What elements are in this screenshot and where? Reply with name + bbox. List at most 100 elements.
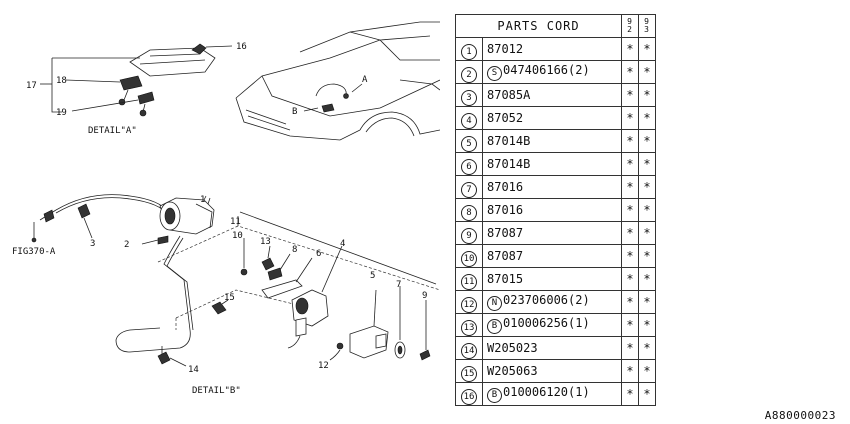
row-number: 1 xyxy=(455,37,483,61)
part-code-cell: 87087 xyxy=(482,221,622,245)
mark-93: * xyxy=(638,198,656,222)
mark-93: * xyxy=(638,152,656,176)
label-19: 19 xyxy=(56,108,67,118)
detail-b-group: 1 2 3 4 5 6 7 8 9 10 11 12 13 14 15 FIG3… xyxy=(12,194,440,396)
row-number: 6 xyxy=(455,152,483,176)
car-outline: A B xyxy=(235,21,440,141)
row-number: 7 xyxy=(455,175,483,199)
part-code: 87052 xyxy=(487,111,524,125)
row-number: 2 xyxy=(455,60,483,84)
mark-92: * xyxy=(621,198,639,222)
part-code: 87016 xyxy=(487,180,524,194)
mark-93: * xyxy=(638,267,656,291)
mark-93: * xyxy=(638,244,656,268)
part-code: W205023 xyxy=(487,341,538,355)
callout-b: B xyxy=(292,107,297,117)
mark-92: * xyxy=(621,382,639,406)
mark-92: * xyxy=(621,175,639,199)
mark-93: * xyxy=(638,359,656,383)
row-number-circle: 16 xyxy=(461,388,477,405)
row-number-circle: 3 xyxy=(461,89,477,106)
fig-ref-label: FIG370-A xyxy=(12,247,56,257)
label-1: 1 xyxy=(200,195,205,205)
label-8: 8 xyxy=(292,245,297,255)
mark-93: * xyxy=(638,106,656,130)
mark-93: * xyxy=(638,129,656,153)
mark-92: * xyxy=(621,290,639,314)
mark-93: * xyxy=(638,382,656,406)
label-4: 4 xyxy=(340,239,345,249)
part-code: 87012 xyxy=(487,42,524,56)
table-row: 14 W205023 ** xyxy=(455,336,656,360)
detail-a-group: 16 17 18 19 DETAIL"A" xyxy=(26,42,247,136)
mark-92: * xyxy=(621,267,639,291)
part-code-cell: 87085A xyxy=(482,83,622,107)
part-code-cell: W205063 xyxy=(482,359,622,383)
row-number: 14 xyxy=(455,336,483,360)
row-number-circle: 2 xyxy=(461,66,477,83)
part-code-cell: 87014B xyxy=(482,129,622,153)
row-number-circle: 5 xyxy=(461,135,477,152)
mark-93: * xyxy=(638,221,656,245)
part-code: 87087 xyxy=(487,249,524,263)
part-code-cell: 87016 xyxy=(482,198,622,222)
row-number: 10 xyxy=(455,244,483,268)
callout-a: A xyxy=(362,75,368,85)
row-number-circle: 14 xyxy=(461,342,477,359)
mark-92: * xyxy=(621,152,639,176)
mark-92: * xyxy=(621,221,639,245)
mark-92: * xyxy=(621,37,639,61)
mark-92: * xyxy=(621,336,639,360)
reference-code: A880000023 xyxy=(764,409,836,422)
part-code-cell: W205023 xyxy=(482,336,622,360)
mark-93: * xyxy=(638,175,656,199)
part-code-cell: 87052 xyxy=(482,106,622,130)
mark-92: * xyxy=(621,106,639,130)
detail-b-caption: DETAIL"B" xyxy=(192,386,241,396)
detail-a-bracket xyxy=(119,75,143,91)
row-number-circle: 4 xyxy=(461,112,477,129)
part-code: 87014B xyxy=(487,157,531,171)
part-code: 87015 xyxy=(487,272,524,286)
row-number: 15 xyxy=(455,359,483,383)
part-code: 87087 xyxy=(487,226,524,240)
part-code: 010006256(1) xyxy=(503,316,590,330)
row-number-circle: 8 xyxy=(461,204,477,221)
table-row: 8 87016 ** xyxy=(455,198,656,222)
table-row: 7 87016 ** xyxy=(455,175,656,199)
part-code-cell: 87015 xyxy=(482,267,622,291)
mark-93: * xyxy=(638,83,656,107)
label-12: 12 xyxy=(318,361,329,371)
row-number-circle: 9 xyxy=(461,227,477,244)
row-number-circle: 7 xyxy=(461,181,477,198)
label-17: 17 xyxy=(26,81,37,91)
label-9: 9 xyxy=(422,291,427,301)
part-prefix-circle: B xyxy=(487,319,502,334)
mark-93: * xyxy=(638,336,656,360)
label-16: 16 xyxy=(236,42,247,52)
part-code: 023706006(2) xyxy=(503,293,590,307)
table-row: 4 87052 ** xyxy=(455,106,656,130)
row-number-circle: 10 xyxy=(461,250,477,267)
mark-92: * xyxy=(621,83,639,107)
part-prefix-circle: N xyxy=(487,296,502,311)
part-code-cell: 87016 xyxy=(482,175,622,199)
label-5: 5 xyxy=(370,271,375,281)
row-number-circle: 15 xyxy=(461,365,477,382)
table-row: 6 87014B ** xyxy=(455,152,656,176)
part-code: 87085A xyxy=(487,88,531,102)
label-6: 6 xyxy=(316,249,321,259)
label-15: 15 xyxy=(224,293,235,303)
table-row: 3 87085A ** xyxy=(455,83,656,107)
row-number: 3 xyxy=(455,83,483,107)
part-code: 87016 xyxy=(487,203,524,217)
